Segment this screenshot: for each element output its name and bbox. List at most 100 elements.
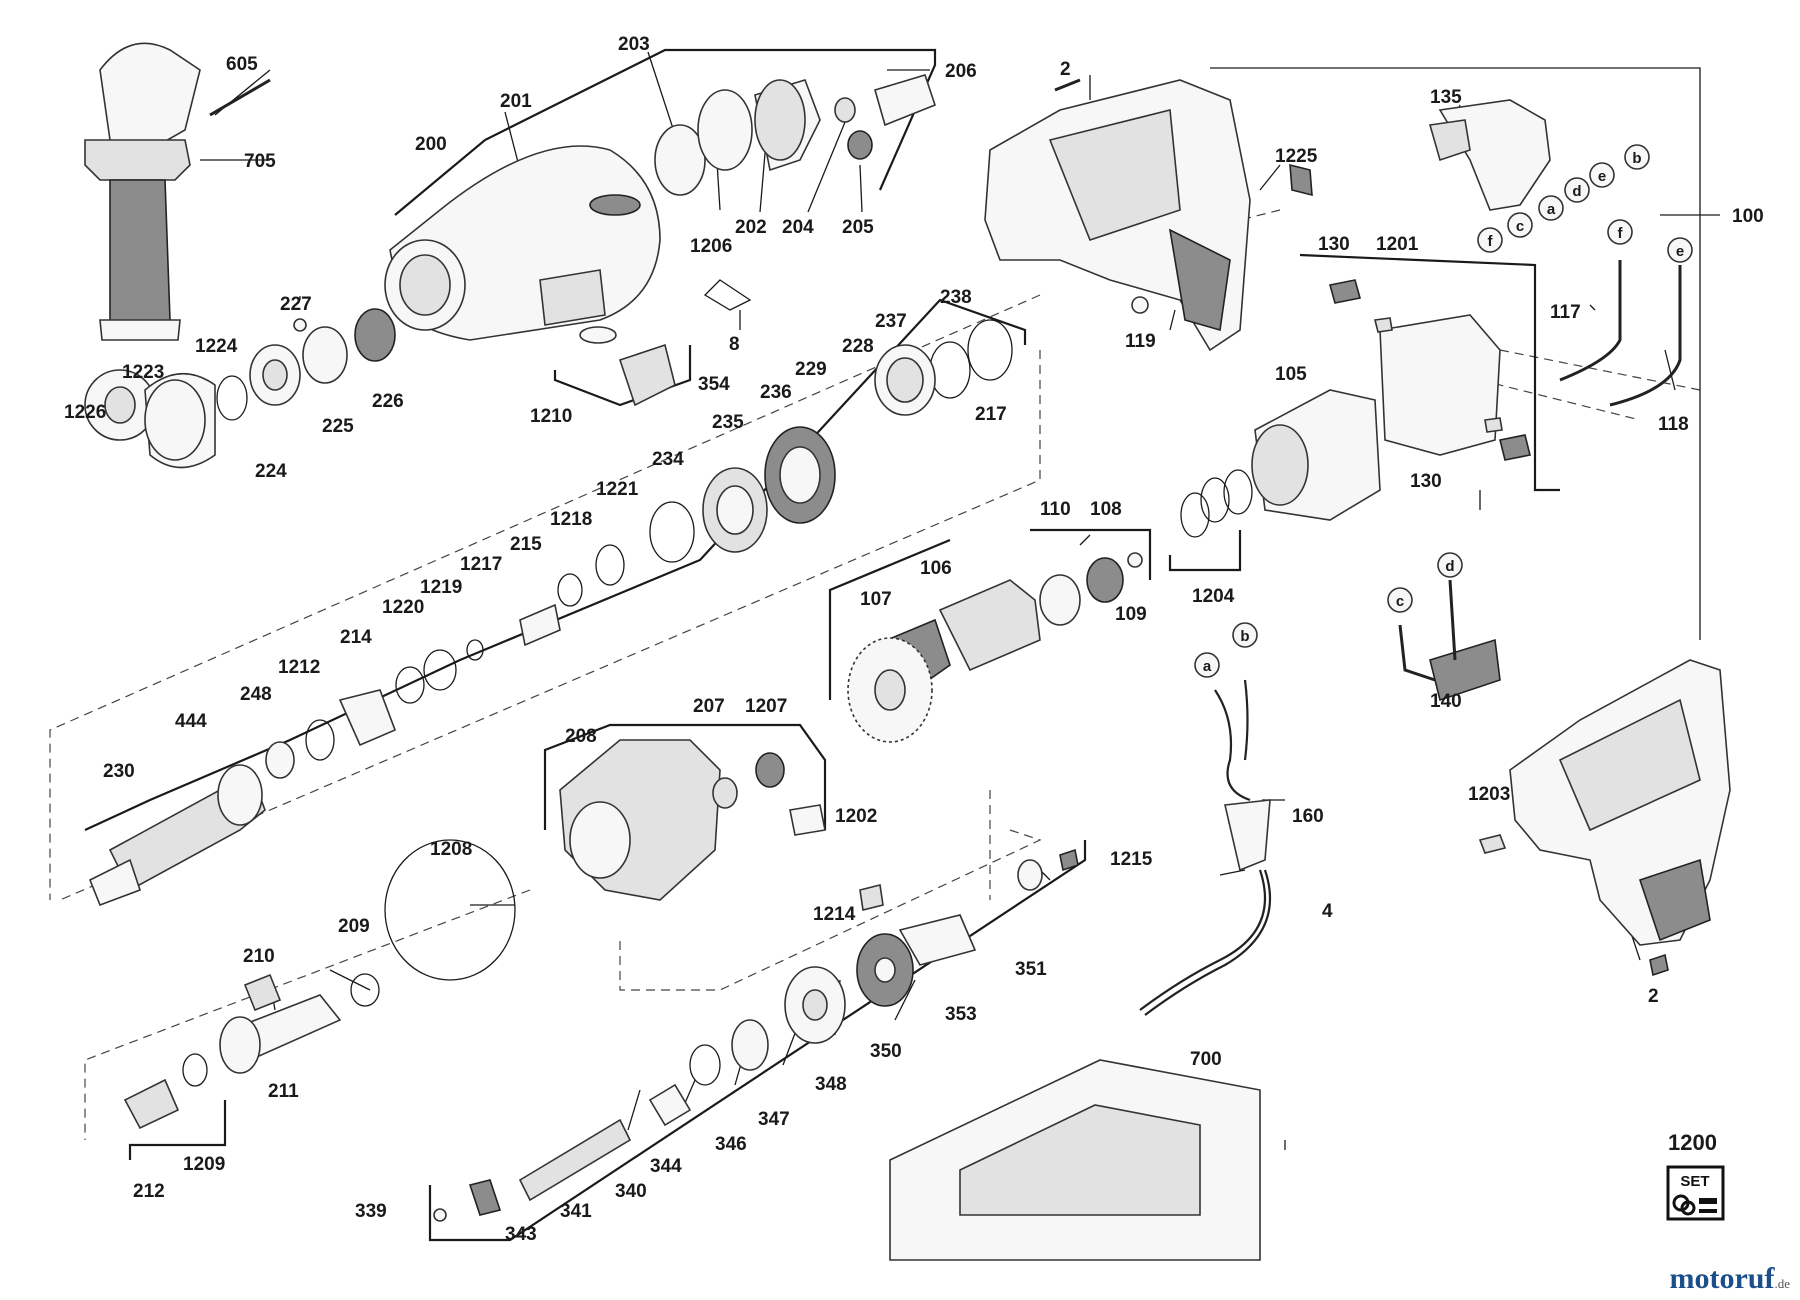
- label-444: 444: [175, 711, 207, 732]
- label-234: 234: [652, 449, 684, 470]
- label-209: 209: [338, 916, 370, 937]
- label-105: 105: [1275, 364, 1307, 385]
- svg-text:a: a: [1547, 201, 1556, 218]
- svg-text:d: d: [1445, 558, 1454, 575]
- trigger-switch: [1428, 99, 1551, 211]
- label-212: 212: [133, 1181, 165, 1202]
- label-1224: 1224: [195, 336, 238, 357]
- brush-springs: [1180, 469, 1253, 538]
- label-1212: 1212: [278, 657, 320, 678]
- label-160: 160: [1292, 806, 1324, 827]
- label-605: 605: [226, 54, 258, 75]
- label-1204: 1204: [1192, 586, 1235, 607]
- label-140: 140: [1430, 691, 1462, 712]
- label-1221: 1221: [596, 479, 639, 500]
- label-1207: 1207: [745, 696, 787, 717]
- label-228: 228: [842, 336, 874, 357]
- label-202: 202: [735, 217, 767, 238]
- label-354: 354: [698, 374, 730, 395]
- label-1223: 1223: [122, 362, 164, 383]
- carry-case: [889, 1059, 1261, 1261]
- label-206: 206: [945, 61, 977, 82]
- gasket: [384, 839, 516, 981]
- assembly-brackets: [84, 48, 1560, 1242]
- wire-marker-d-capacitor: d: [1437, 552, 1463, 578]
- label-341: 341: [560, 1201, 592, 1222]
- front-rings: [654, 74, 936, 196]
- wire-marker-e-cable: e: [1667, 237, 1693, 263]
- label-100: 100: [1732, 206, 1764, 227]
- label-217: 217: [975, 404, 1007, 425]
- set-kit-icon: SET: [1666, 1165, 1725, 1221]
- svg-text:c: c: [1396, 593, 1404, 610]
- label-235: 235: [712, 412, 744, 433]
- hammer-mechanism: [123, 973, 380, 1130]
- label-110: 110: [1040, 499, 1071, 520]
- label-203: 203: [618, 34, 650, 55]
- wire-marker-d-switch: d: [1564, 177, 1590, 203]
- label-211: 211: [268, 1081, 299, 1102]
- part-labels: 605 705 200 201 203 206 1206 202 204 205…: [64, 34, 1764, 1245]
- label-107: 107: [860, 589, 892, 610]
- svg-text:b: b: [1240, 628, 1249, 645]
- label-1217: 1217: [460, 554, 502, 575]
- label-208: 208: [565, 726, 597, 747]
- label-236: 236: [760, 382, 792, 403]
- label-4: 4: [1322, 901, 1333, 922]
- wire-marker-a-switch: a: [1538, 195, 1564, 221]
- label-227: 227: [280, 294, 312, 315]
- svg-text:d: d: [1572, 183, 1581, 200]
- svg-text:f: f: [1488, 233, 1494, 250]
- label-1226: 1226: [64, 402, 106, 423]
- label-346: 346: [715, 1134, 747, 1155]
- label-200: 200: [415, 134, 447, 155]
- svg-text:e: e: [1598, 168, 1606, 185]
- label-135: 135: [1430, 87, 1462, 108]
- label-1220: 1220: [382, 597, 424, 618]
- power-cord: [1139, 679, 1272, 1016]
- label-205: 205: [842, 217, 874, 238]
- spindle-tube: [88, 764, 266, 907]
- svg-text:b: b: [1632, 150, 1641, 167]
- label-705: 705: [244, 151, 276, 172]
- svg-text:e: e: [1676, 243, 1684, 260]
- wire-marker-b-cord: b: [1232, 622, 1258, 648]
- label-350: 350: [870, 1041, 902, 1062]
- label-1200: 1200: [1668, 1130, 1717, 1155]
- lower-shaft-assembly: [433, 848, 1079, 1222]
- label-106: 106: [920, 558, 952, 579]
- label-344: 344: [650, 1156, 682, 1177]
- label-8: 8: [729, 334, 740, 355]
- chuck-collar: [84, 308, 396, 469]
- label-237: 237: [875, 311, 907, 332]
- label-201: 201: [500, 91, 532, 112]
- label-118: 118: [1658, 414, 1689, 435]
- label-204: 204: [782, 217, 814, 238]
- intermediate-flange: [559, 739, 826, 901]
- svg-text:SET: SET: [1680, 1173, 1709, 1190]
- label-1225: 1225: [1275, 146, 1318, 167]
- svg-text:a: a: [1203, 658, 1212, 675]
- label-1201: 1201: [1376, 234, 1419, 255]
- label-225: 225: [322, 416, 354, 437]
- stator: [1251, 389, 1381, 521]
- label-207: 207: [693, 696, 725, 717]
- wire-marker-c-capacitor: c: [1387, 587, 1413, 613]
- brush-holder: [1328, 279, 1531, 461]
- label-343: 343: [505, 1224, 537, 1245]
- label-108: 108: [1090, 499, 1122, 520]
- assembled-housing: [1478, 659, 1731, 977]
- label-214: 214: [340, 627, 372, 648]
- label-700: 700: [1190, 1049, 1222, 1070]
- label-1218: 1218: [550, 509, 592, 530]
- side-handle: [84, 42, 271, 341]
- wire-marker-a-cord: a: [1194, 652, 1220, 678]
- selector-switch: [579, 279, 752, 407]
- cable-set: [1559, 260, 1682, 407]
- label-117: 117: [1550, 302, 1581, 323]
- motor-housing: [984, 78, 1313, 352]
- label-119: 119: [1125, 331, 1156, 352]
- label-340: 340: [615, 1181, 647, 1202]
- label-1203: 1203: [1468, 784, 1510, 805]
- label-230: 230: [103, 761, 135, 782]
